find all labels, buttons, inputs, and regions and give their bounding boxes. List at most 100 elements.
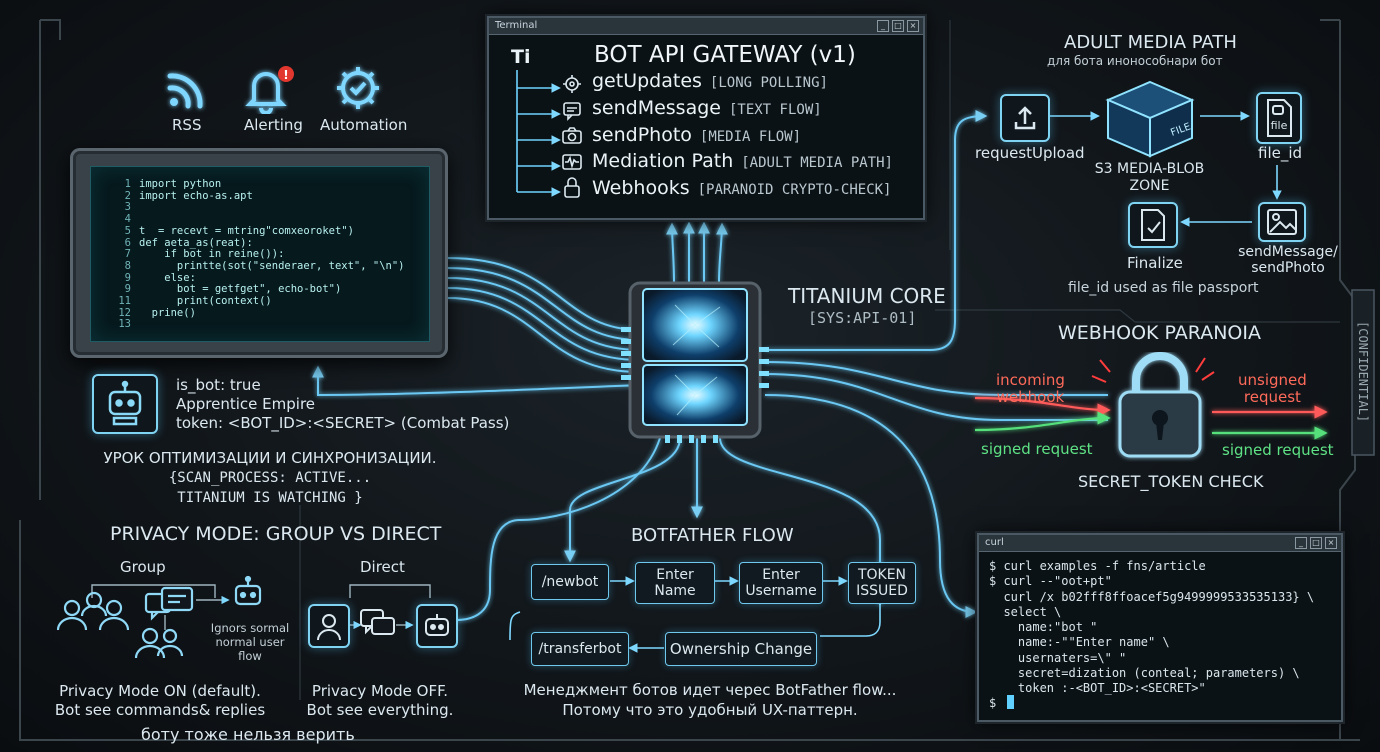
close-button[interactable]: ×	[907, 20, 919, 32]
send-label: sendMessage/ sendPhoto	[1238, 244, 1338, 276]
padlock-icon	[1118, 352, 1202, 458]
privacy-off-line-1: Privacy Mode OFF.	[311, 682, 449, 700]
terminal-row-icons	[562, 75, 582, 198]
line-number: 11	[118, 295, 131, 308]
upload-box	[1000, 94, 1050, 142]
code-text: if bot in reine()):	[139, 248, 285, 261]
incoming-line-2: webhook	[996, 388, 1065, 406]
alerting-item: ! Alerting	[240, 62, 303, 134]
transferbot-label: /transferbot	[538, 641, 622, 657]
outer-frame	[19, 19, 1360, 741]
blob-zone-label: S3 MEDIA-BLOB ZONE	[1092, 161, 1207, 195]
code-line: 3	[113, 202, 429, 214]
adult-media-title: ADULT MEDIA PATH	[1064, 32, 1237, 53]
enter-name-line-2: Name	[654, 583, 696, 599]
privacy-on-line-1: Privacy Mode ON (default).	[59, 682, 261, 700]
code-line: 9 bot = getfget", echo-bot")	[113, 283, 429, 296]
cursor-caret	[1007, 695, 1015, 709]
terminal-logo: Ti	[511, 46, 531, 68]
gear-check-icon	[337, 67, 379, 109]
curl-line: curl /x b02fff8ffoacef5g9499999533535133…	[989, 589, 1315, 604]
ownership-change-box: Ownership Change	[665, 632, 817, 666]
token-issued-box: TOKEN ISSUED	[848, 562, 916, 604]
alerting-label: Alerting	[244, 116, 303, 134]
finalize-label: Finalize	[1127, 254, 1183, 272]
botfather-note-2: Потому что это удобный UX-паттерн.	[562, 701, 858, 719]
code-line: 4	[113, 213, 429, 226]
maximize-button[interactable]: □	[1310, 537, 1322, 549]
confidential-tag: [CONFIDENTIAL]	[1356, 321, 1370, 423]
curl-line: $ curl --"oot+pt"	[989, 574, 1112, 589]
bot-token: token: <BOT_ID>:<SECRET> (Combat Pass)	[176, 414, 510, 432]
close-button[interactable]: ×	[1325, 537, 1337, 549]
signed-request-left: signed request	[981, 440, 1093, 458]
line-number: 4	[124, 213, 131, 226]
terminal-titlebar: Terminal _□×	[489, 18, 923, 35]
terminal-window: Terminal _□× Ti BOT API GATEWAY (v1)	[487, 16, 925, 220]
enter-user-line-1: Enter	[762, 567, 800, 583]
core-subtitle: [SYS:API-01]	[808, 309, 917, 327]
unsigned-line-1: unsigned	[1238, 371, 1307, 389]
lesson-line-1: УРОК ОПТИМИЗАЦИИ И СИНХРОНИЗАЦИИ.	[103, 449, 437, 467]
code-text: t = recevt = mtring"comxeoroket")	[139, 224, 354, 237]
code-text: print(context()	[139, 295, 272, 308]
camera-icon	[562, 127, 582, 144]
token-line-1: TOKEN	[857, 567, 907, 583]
s3-cube-icon: FILE	[1105, 80, 1195, 158]
api-method-tag: [MEDIA FLOW]	[699, 129, 802, 145]
newbot-box: /newbot	[531, 564, 609, 600]
api-method-tag: [LONG POLLING]	[709, 75, 828, 91]
transferbot-box: /transferbot	[531, 632, 629, 666]
code-line: 9 else:	[113, 272, 429, 285]
lesson-line-3: TITANIUM IS WATCHING }	[177, 490, 363, 506]
bot-name: Apprentice Empire	[176, 395, 316, 413]
rss-item: RSS	[160, 64, 216, 134]
api-method-row: getUpdates [LONG POLLING]	[592, 70, 828, 92]
automation-label: Automation	[320, 116, 408, 134]
minimize-button[interactable]: _	[877, 20, 889, 32]
api-method-row: Mediation Path[ADULT MEDIA PATH]	[592, 150, 893, 172]
line-number: 6	[124, 236, 131, 249]
api-method-name: getUpdates	[592, 70, 702, 92]
rss-icon	[167, 73, 203, 109]
ownership-label: Ownership Change	[669, 640, 813, 658]
privacy-off-note: Privacy Mode OFF. Bot see everything.	[300, 682, 460, 720]
direct-user-box	[308, 604, 350, 648]
ignores-note: Ignors sormal normal user flow	[205, 621, 295, 663]
botfather-note-1: Менеджмент ботов идет черес BotFather fl…	[523, 681, 897, 699]
curl-window: curl _□× $ curl examples -f fns/article$…	[977, 533, 1343, 722]
code-line: 8 printte(sot("senderaer, text", "\n")	[113, 259, 429, 273]
terminal-heading: BOT API GATEWAY (v1)	[594, 42, 856, 68]
botfather-note: Менеджмент ботов идет черес BotFather fl…	[500, 680, 920, 720]
curl-prompt-symbol: $	[989, 696, 997, 710]
code-line: 12 prine()	[113, 307, 429, 320]
group-users-icon	[56, 586, 194, 659]
file-id-label: file_id	[1258, 144, 1303, 162]
send-line-1: sendMessage/	[1238, 244, 1338, 260]
api-method-tag: [PARANOID CRYPTO-CHECK]	[697, 182, 892, 198]
privacy-title: PRIVACY MODE: GROUP VS DIRECT	[110, 523, 442, 545]
minimize-button[interactable]: _	[1295, 537, 1307, 549]
robot-icon	[425, 614, 449, 636]
rss-label: RSS	[172, 116, 202, 134]
curl-prompt[interactable]: $	[989, 695, 1015, 710]
image-icon	[1267, 209, 1297, 235]
curl-line: name:"bot "	[989, 620, 1098, 635]
api-method-row: sendMessage[TEXT FLOW]	[592, 97, 822, 119]
passport-note: file_id used as file passport	[1068, 280, 1259, 296]
code-line: 13	[113, 319, 429, 331]
curl-line: token :-<BOT_ID>:<SECRET>"	[989, 681, 1206, 696]
line-number: 2	[124, 189, 131, 202]
code-text: printte(sot("senderaer, text", "\n")	[139, 259, 405, 272]
direct-label: Direct	[360, 558, 405, 576]
code-line: 11 print(context()	[113, 295, 429, 308]
blob-line-1: S3 MEDIA-BLOB	[1094, 161, 1205, 177]
titanium-core-chip	[621, 281, 769, 443]
api-method-row: Webhooks[PARANOID CRYPTO-CHECK]	[592, 177, 892, 199]
maximize-button[interactable]: □	[892, 20, 904, 32]
group-label: Group	[120, 558, 166, 576]
